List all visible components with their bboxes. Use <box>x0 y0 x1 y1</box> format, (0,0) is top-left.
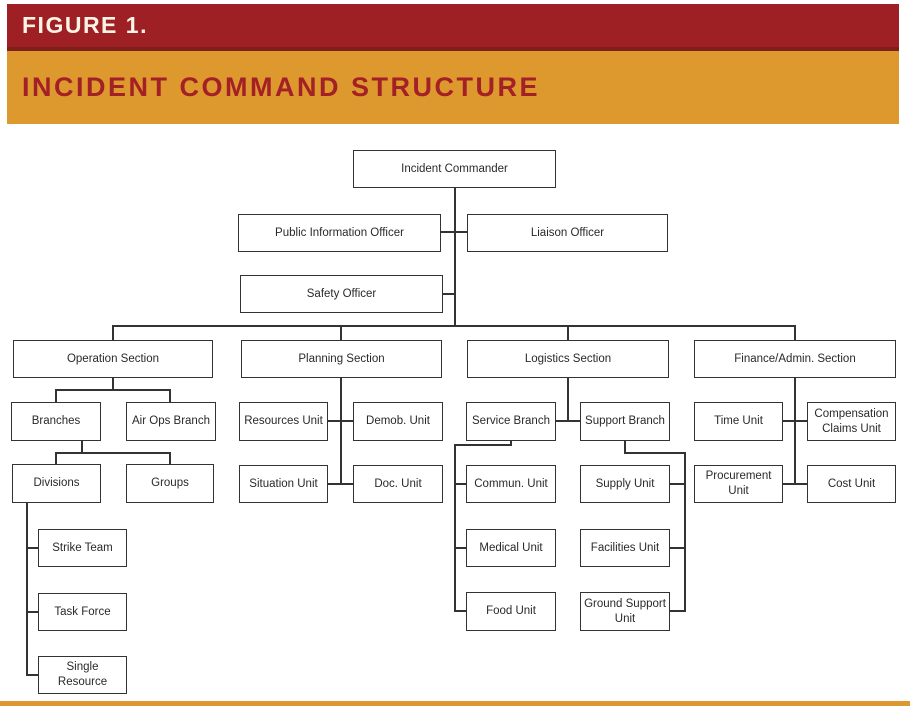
bottom-accent-strip <box>0 701 910 706</box>
node-medical-unit: Medical Unit <box>466 529 556 567</box>
node-situation-unit: Situation Unit <box>239 465 328 503</box>
node-service-branch: Service Branch <box>466 402 556 441</box>
figure-label: FIGURE 1. <box>22 12 148 38</box>
node-air-ops-branch: Air Ops Branch <box>126 402 216 441</box>
connector-line <box>328 420 353 422</box>
connector-line <box>567 378 569 422</box>
connector-line <box>55 389 171 391</box>
connector-line <box>340 378 342 485</box>
connector-line <box>55 452 171 454</box>
connector-line <box>112 325 114 342</box>
connector-line <box>783 483 807 485</box>
connector-line <box>670 483 686 485</box>
node-resources-unit: Resources Unit <box>239 402 328 441</box>
connector-line <box>340 325 342 342</box>
connector-line <box>567 325 569 342</box>
node-operation-section: Operation Section <box>13 340 213 378</box>
connector-line <box>556 420 580 422</box>
node-single-resource: Single Resource <box>38 656 127 694</box>
connector-line <box>794 378 796 485</box>
connector-line <box>783 420 807 422</box>
node-doc-unit: Doc. Unit <box>353 465 443 503</box>
connector-line <box>26 611 38 613</box>
connector-line <box>670 547 686 549</box>
node-cost-unit: Cost Unit <box>807 465 896 503</box>
node-ground-support-unit: Ground Support Unit <box>580 592 670 631</box>
connector-line <box>81 441 83 454</box>
node-supply-unit: Supply Unit <box>580 465 670 503</box>
node-demob-unit: Demob. Unit <box>353 402 443 441</box>
node-compensation-claims-unit: Compensation Claims Unit <box>807 402 896 441</box>
connector-line <box>684 452 686 612</box>
node-task-force: Task Force <box>38 593 127 631</box>
node-liaison-officer: Liaison Officer <box>467 214 668 252</box>
figure-title: INCIDENT COMMAND STRUCTURE <box>22 72 540 102</box>
node-facilities-unit: Facilities Unit <box>580 529 670 567</box>
node-branches: Branches <box>11 402 101 441</box>
connector-line <box>510 441 512 446</box>
node-support-branch: Support Branch <box>580 402 670 441</box>
connector-line <box>55 389 57 403</box>
connector-line <box>26 674 38 676</box>
node-commun-unit: Commun. Unit <box>466 465 556 503</box>
node-logistics-section: Logistics Section <box>467 340 669 378</box>
node-food-unit: Food Unit <box>466 592 556 631</box>
connector-line <box>454 547 466 549</box>
connector-line <box>26 547 38 549</box>
connector-line <box>26 503 28 676</box>
connector-line <box>794 325 796 342</box>
connector-line <box>624 452 686 454</box>
connector-line <box>454 444 512 446</box>
connector-line <box>169 452 171 465</box>
connector-line <box>441 293 455 295</box>
connector-line <box>328 483 353 485</box>
node-finance-admin-section: Finance/Admin. Section <box>694 340 896 378</box>
figure-title-bar: INCIDENT COMMAND STRUCTURE <box>7 51 899 124</box>
connector-line <box>670 610 686 612</box>
node-planning-section: Planning Section <box>241 340 442 378</box>
connector-line <box>454 610 466 612</box>
node-groups: Groups <box>126 464 214 503</box>
node-incident-commander: Incident Commander <box>353 150 556 188</box>
figure-label-bar: FIGURE 1. <box>7 4 899 51</box>
node-procurement-unit: Procurement Unit <box>694 465 783 503</box>
node-divisions: Divisions <box>12 464 101 503</box>
connector-line <box>169 389 171 403</box>
connector-line <box>440 231 468 233</box>
node-strike-team: Strike Team <box>38 529 127 567</box>
node-safety-officer: Safety Officer <box>240 275 443 313</box>
connector-line <box>112 378 114 391</box>
connector-line <box>454 188 456 327</box>
connector-line <box>112 325 796 327</box>
node-public-information-officer: Public Information Officer <box>238 214 441 252</box>
node-time-unit: Time Unit <box>694 402 783 441</box>
connector-line <box>55 452 57 465</box>
connector-line <box>454 444 456 612</box>
connector-line <box>624 441 626 454</box>
connector-line <box>454 483 466 485</box>
